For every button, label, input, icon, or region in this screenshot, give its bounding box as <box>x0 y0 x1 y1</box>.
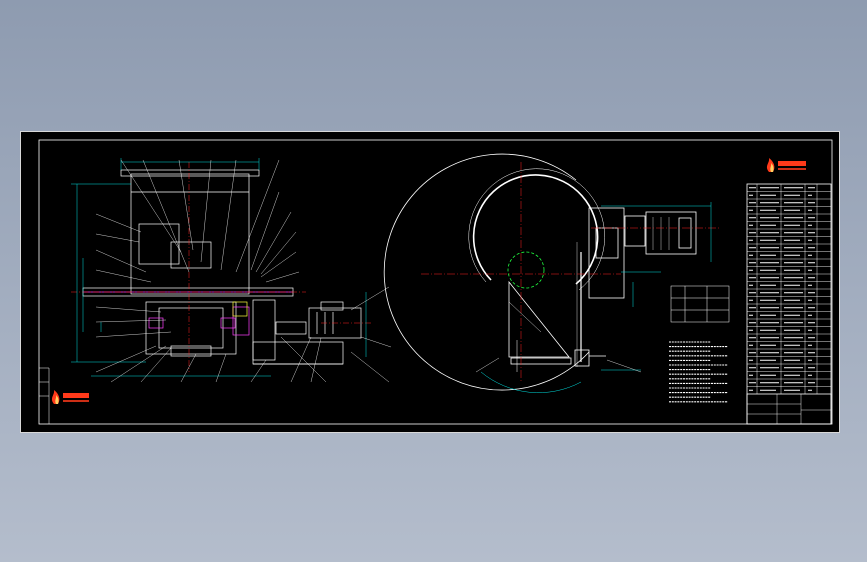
top-view-center-lines <box>421 162 721 382</box>
section-dimensions <box>71 158 367 377</box>
section-leaders <box>95 159 392 383</box>
top-view-leaders <box>475 357 642 373</box>
section-center-lines <box>71 162 371 372</box>
drawing-sheet <box>20 131 840 433</box>
drawing-frame <box>38 139 833 425</box>
logo-top-right <box>766 158 806 172</box>
technical-notes <box>669 341 728 403</box>
title-block <box>746 183 832 425</box>
parameter-table <box>670 285 730 323</box>
cad-drawing <box>38 139 833 425</box>
logo-bottom-left <box>51 390 89 404</box>
top-view-dimensions <box>480 202 712 393</box>
